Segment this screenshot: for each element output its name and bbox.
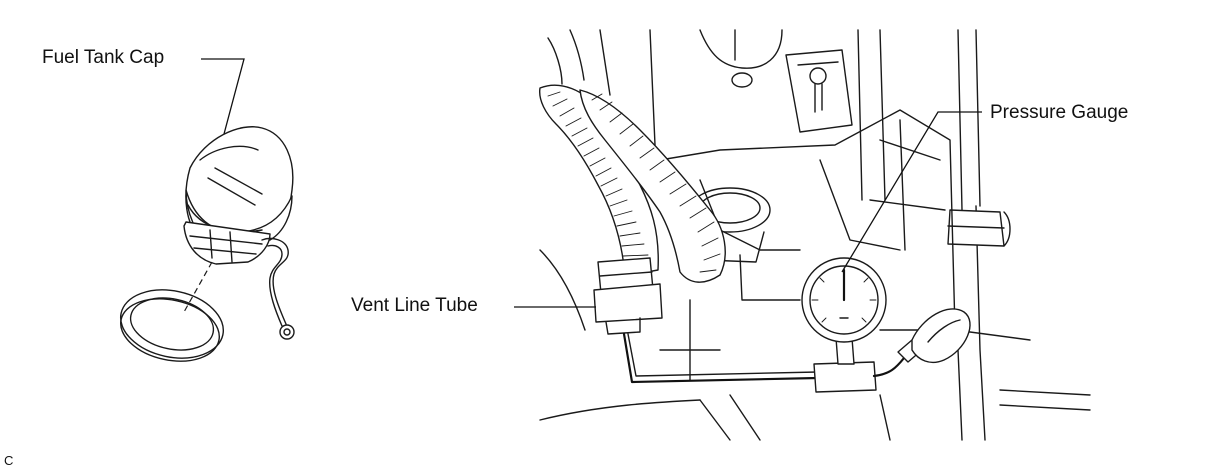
engine-bay-illustration [514, 29, 1091, 441]
fuel-tank-cap-label: Fuel Tank Cap [42, 47, 165, 68]
figure-code: C [4, 453, 14, 468]
pressure-gauge-label: Pressure Gauge [990, 102, 1129, 123]
vent-line-tube-label: Vent Line Tube [351, 295, 478, 316]
fuel-tank-cap-illustration [119, 58, 295, 362]
